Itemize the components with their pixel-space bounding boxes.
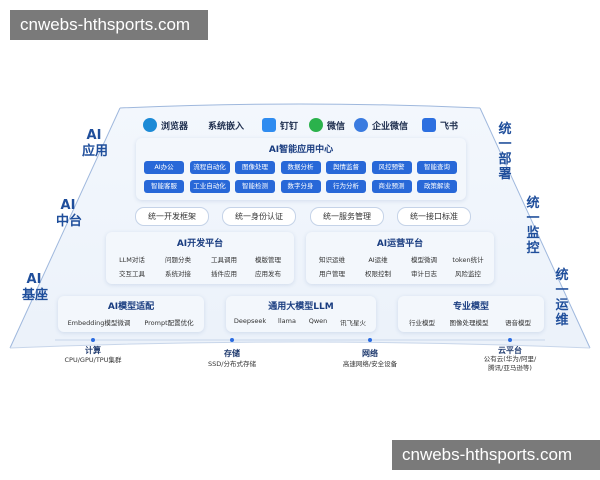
infra-network-title: 网络 — [362, 349, 378, 358]
feishu-icon — [422, 118, 436, 132]
pro-model-title: 专业模型 — [452, 302, 489, 312]
app-browser[interactable]: 浏览器 — [143, 116, 188, 134]
app-center-panel: AI智能应用中心 AI办公流程自动化图像处理数据分析舆情监督风控预警智能查询 智… — [136, 138, 466, 200]
app-center-title: AI智能应用中心 — [268, 145, 334, 155]
unify-pill-dev-framework: 统一开发框架 — [135, 207, 209, 226]
app-center-chip[interactable]: 舆情监督 — [326, 161, 366, 174]
infra-cloud-title: 云平台 — [498, 346, 522, 355]
llm-title: 通用大模型LLM — [268, 302, 334, 312]
pro-model-item: 语音模型 — [505, 319, 531, 327]
app-wechat[interactable]: 微信 — [309, 116, 345, 134]
wecom-icon — [354, 118, 368, 132]
app-feishu-label: 飞书 — [440, 121, 459, 132]
infra-storage-title: 存储 — [224, 349, 240, 358]
app-browser-label: 浏览器 — [161, 121, 189, 132]
infra-dot — [230, 338, 234, 342]
app-center-chip[interactable]: 风控预警 — [371, 161, 412, 174]
dev-item: 插件应用 — [211, 270, 237, 278]
llm-panel: 通用大模型LLM Deepseek llama Qwen 讯飞星火 — [226, 296, 376, 332]
unify-pill-identity: 统一身份认证 — [222, 207, 296, 226]
infra-dot — [508, 338, 512, 342]
app-center-chip[interactable]: 工业自动化 — [189, 180, 230, 193]
llm-item: Deepseek — [233, 317, 267, 325]
llm-item: Qwen — [308, 317, 328, 325]
edge-browser-icon — [143, 118, 157, 132]
app-center-chip[interactable]: 智能查询 — [417, 161, 457, 174]
infra-storage-sub: SSD/分布式存储 — [208, 360, 256, 368]
ops-item: 知识运维 — [319, 256, 345, 264]
llm-item: llama — [278, 317, 296, 325]
pro-model-item: 行业模型 — [409, 319, 435, 327]
app-center-chip[interactable]: AI办公 — [144, 161, 184, 174]
model-adapt-item: Embedding模型微调 — [67, 319, 131, 327]
app-dingtalk-label: 钉钉 — [280, 121, 299, 132]
ops-item: 审计日志 — [411, 270, 437, 278]
app-center-chip[interactable]: 智能检测 — [235, 180, 275, 193]
model-adapt-panel: AI模型适配 Embedding模型微调 Prompt配置优化 — [58, 296, 204, 332]
dev-item: 问题分类 — [165, 256, 191, 264]
dev-item: 工具调用 — [211, 256, 237, 264]
ops-item: 权限控制 — [365, 270, 391, 278]
app-wecom-label: 企业微信 — [372, 121, 409, 132]
app-center-chip[interactable]: 智能客服 — [144, 180, 184, 193]
dingtalk-icon — [262, 118, 276, 132]
layer-label-base: AI 基座 — [22, 272, 49, 303]
app-center-chip[interactable]: 流程自动化 — [189, 161, 230, 174]
dev-platform-title: AI开发平台 — [176, 239, 224, 249]
ops-item: token统计 — [452, 256, 484, 264]
dev-item: 应用发布 — [255, 270, 281, 278]
watermark-bottom: cnwebs-hthsports.com — [392, 440, 600, 470]
app-dingtalk[interactable]: 钉钉 — [262, 116, 298, 134]
app-system-embed[interactable]: 系统嵌入 — [208, 116, 244, 134]
dev-platform-panel: AI开发平台 LLM对话 问题分类 工具调用 模版管理 交互工具 系统对接 插件… — [106, 232, 294, 284]
model-adapt-title: AI模型适配 — [107, 302, 155, 312]
dev-item: 系统对接 — [165, 270, 191, 278]
ops-item: 风险监控 — [455, 270, 481, 278]
layer-label-middle: AI 中台 — [56, 198, 83, 229]
infra-compute-title: 计算 — [85, 346, 101, 355]
app-wecom[interactable]: 企业微信 — [354, 116, 408, 134]
dev-item: 交互工具 — [119, 270, 145, 278]
app-feishu[interactable]: 飞书 — [422, 116, 458, 134]
infra-dot — [91, 338, 95, 342]
pro-model-item: 图像处理模型 — [449, 319, 489, 327]
unified-ops-label: 统 一 运 维 — [555, 268, 569, 328]
app-center-chip[interactable]: 数据分析 — [280, 161, 321, 174]
unified-deploy-label: 统 一 部 署 — [498, 122, 512, 182]
unify-pill-interface: 统一接口标准 — [397, 207, 471, 226]
watermark-top: cnwebs-hthsports.com — [10, 10, 208, 40]
unify-pill-service: 统一服务管理 — [310, 207, 384, 226]
app-center-chip[interactable]: 商业预测 — [371, 180, 412, 193]
ops-platform-panel: AI运营平台 知识运维 AI运维 模型微调 token统计 用户管理 权限控制 … — [306, 232, 494, 284]
ops-item: 模型微调 — [411, 256, 437, 264]
ops-platform-title: AI运营平台 — [376, 239, 424, 249]
infra-network-sub: 高速网络/安全设备 — [342, 360, 398, 368]
dev-item: 模版管理 — [255, 256, 281, 264]
pro-model-panel: 专业模型 行业模型 图像处理模型 语音模型 — [398, 296, 544, 332]
app-wechat-label: 微信 — [327, 121, 346, 132]
ops-item: 用户管理 — [319, 270, 345, 278]
unified-monitor-label: 统 一 监 控 — [526, 196, 540, 256]
app-center-chip[interactable]: 数字分身 — [280, 180, 321, 193]
llm-item: 讯飞星火 — [340, 319, 366, 327]
app-system-embed-label: 系统嵌入 — [208, 121, 245, 132]
app-center-chip[interactable]: 图像处理 — [235, 161, 275, 174]
infra-dot — [368, 338, 372, 342]
infra-compute-sub: CPU/GPU/TPU集群 — [64, 356, 122, 364]
layer-label-app: AI 应用 — [82, 128, 109, 159]
app-center-chip[interactable]: 行为分析 — [326, 180, 366, 193]
infra-cloud-sub: 公有云(华为/阿里/ 腾讯/亚马逊等) — [483, 355, 537, 372]
wechat-icon — [309, 118, 323, 132]
ops-item: AI运维 — [368, 256, 388, 264]
app-center-chip[interactable]: 政策解读 — [417, 180, 457, 193]
dev-item: LLM对话 — [119, 256, 145, 264]
model-adapt-item: Prompt配置优化 — [144, 319, 194, 327]
